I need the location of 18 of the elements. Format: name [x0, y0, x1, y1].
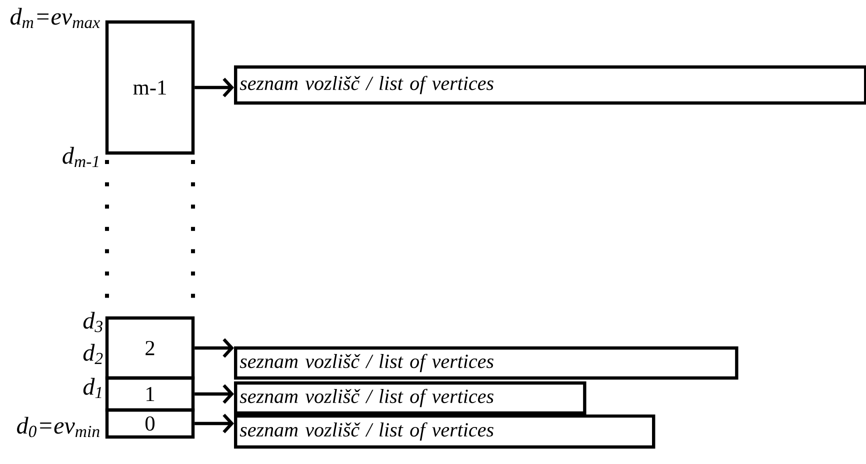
- boundary-label: d$_{1}$: [83, 378, 102, 398]
- boundary-label: d$_{0}$=ev$_{min}$: [17, 416, 100, 438]
- bucket-box: m-1: [105, 20, 195, 155]
- arrow: [194, 384, 234, 404]
- bucket-box: 2: [105, 316, 195, 380]
- list-box: seznam vozlišč / list of vertices: [234, 65, 866, 105]
- boundary-label: d$_{m-1}$: [62, 146, 98, 168]
- arrow: [194, 338, 234, 358]
- list-box: seznam vozlišč / list of vertices: [234, 381, 586, 415]
- boundary-label: d$_{m}$=ev$_{max}$: [10, 8, 100, 28]
- list-box: seznam vozlišč / list of vertices: [234, 414, 656, 449]
- bucket-box: 1: [105, 376, 195, 412]
- arrow: [194, 78, 234, 98]
- list-box: seznam vozlišč / list of vertices: [234, 346, 738, 380]
- boundary-label: d$_{2}$: [83, 344, 103, 364]
- arrow: [194, 414, 234, 434]
- boundary-label: d$_{3}$: [83, 312, 102, 332]
- bucket-box: 0: [105, 408, 195, 439]
